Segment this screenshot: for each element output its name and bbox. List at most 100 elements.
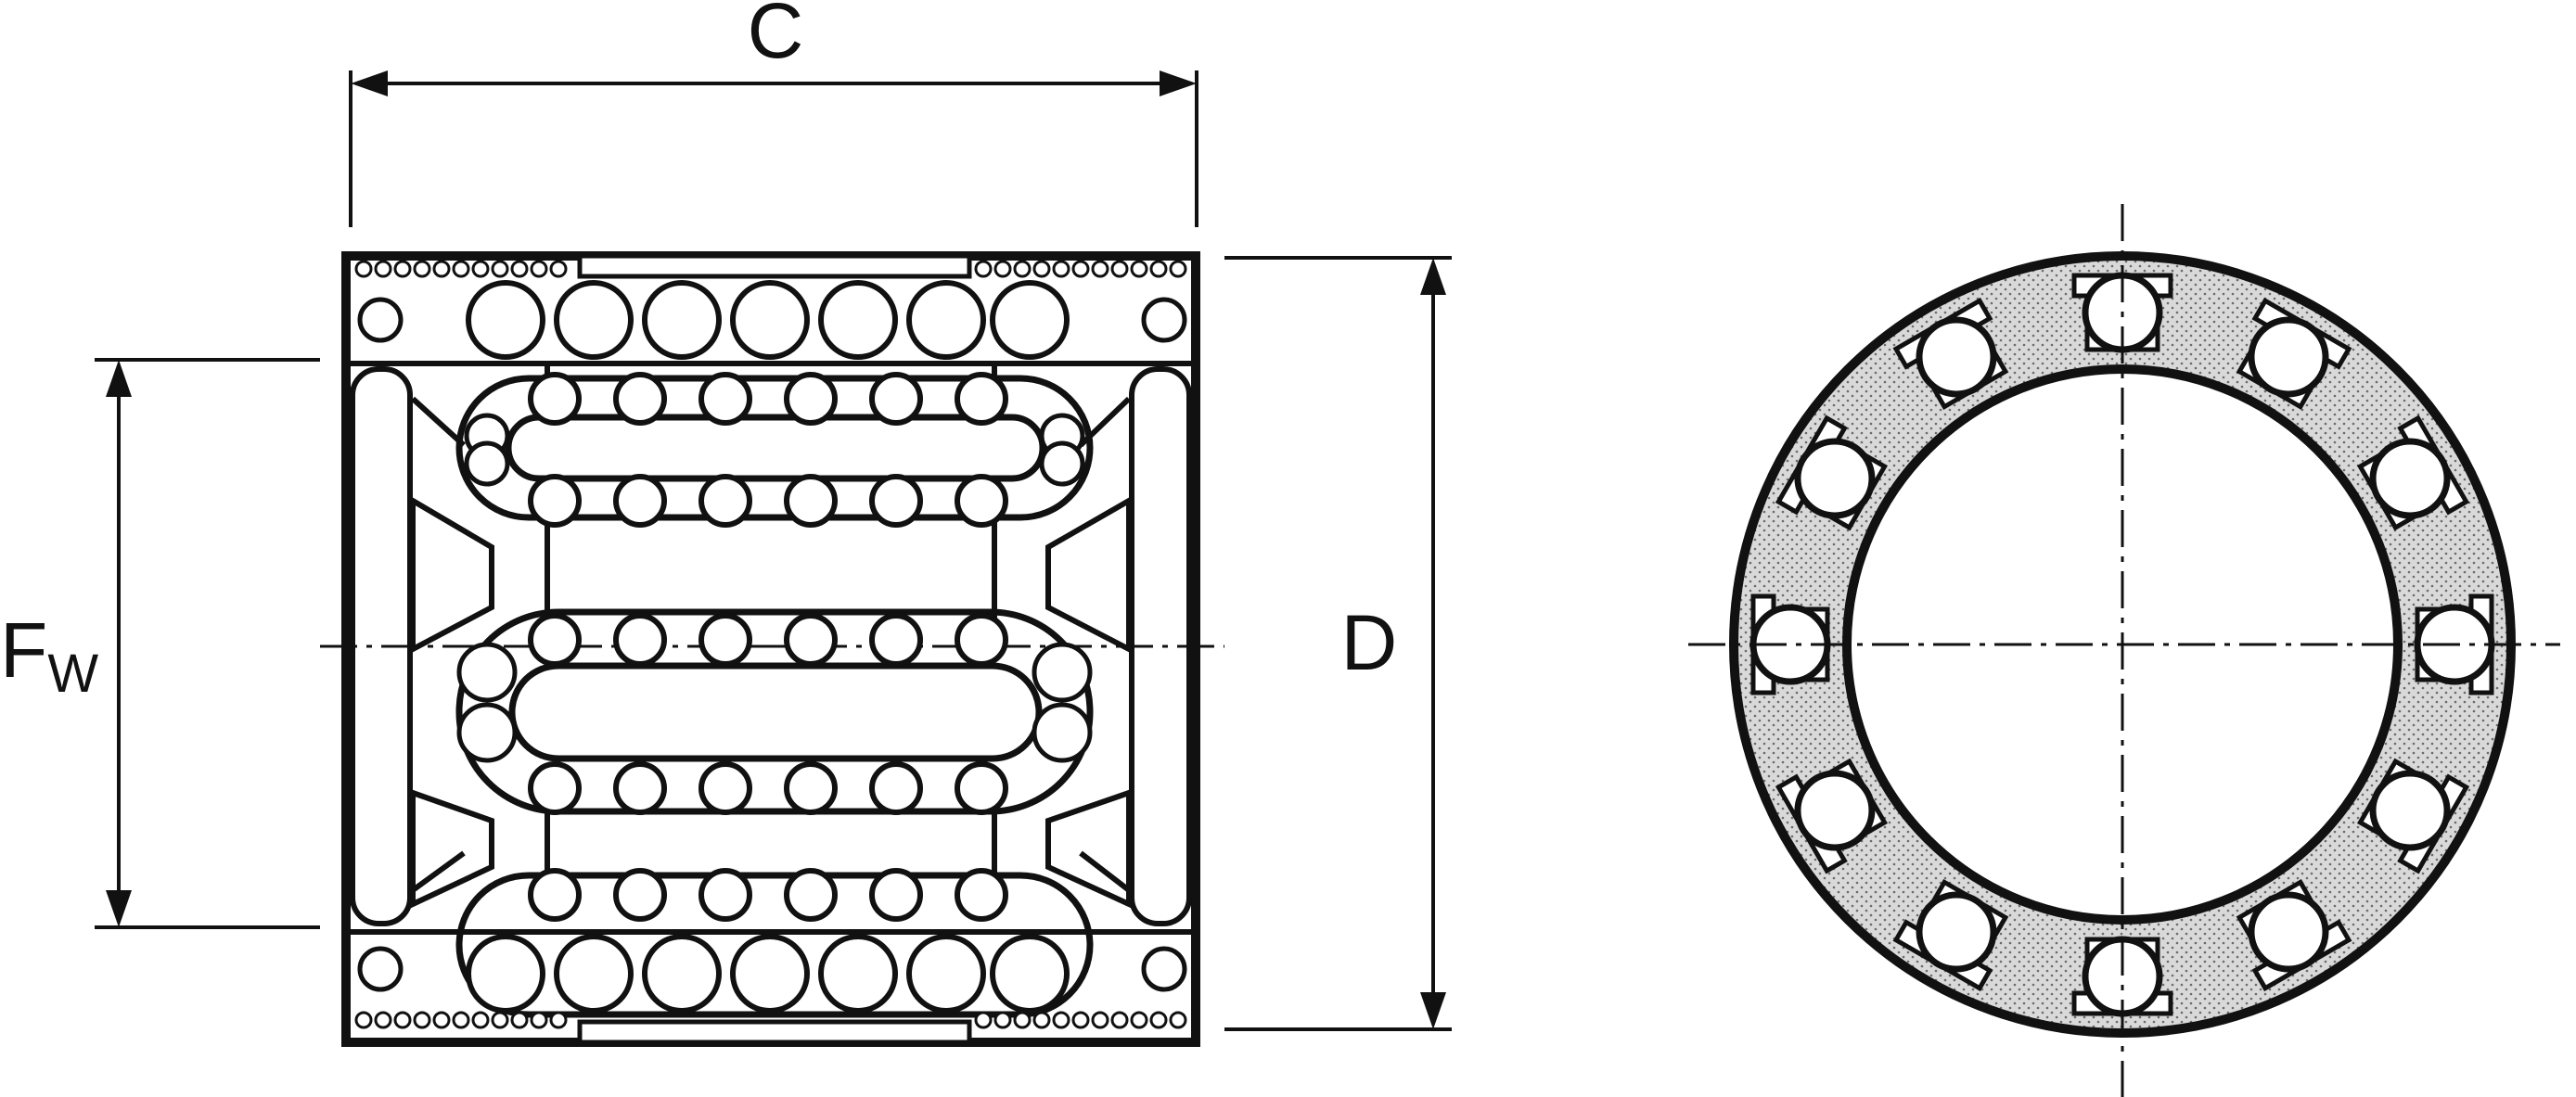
bottom-sleeve — [577, 1019, 972, 1045]
bead-top — [432, 260, 451, 278]
ball-track-mid-upper — [528, 613, 582, 667]
ball-large-top — [554, 280, 634, 360]
dimension-arrowheads — [106, 70, 1446, 1029]
bead-bottom — [974, 1011, 993, 1029]
bead-top — [393, 260, 412, 278]
ball-corner — [357, 946, 404, 992]
ball-track-end — [456, 642, 518, 703]
bead-bottom — [1110, 1011, 1129, 1029]
bead-top — [471, 260, 490, 278]
wedge-left-top — [410, 495, 494, 654]
dim-label-c: C — [748, 0, 804, 74]
bead-bottom — [1149, 1011, 1168, 1029]
bead-bottom — [354, 1011, 373, 1029]
bead-top — [1169, 260, 1187, 278]
dimension-lines — [95, 70, 1452, 1031]
dim-c-arrow-left — [351, 70, 388, 96]
ball-track-top-lower — [613, 474, 667, 528]
ball-large-bottom — [466, 934, 545, 1014]
ball-track-mid-upper — [613, 613, 667, 667]
ball — [1794, 770, 1876, 851]
bead-top — [374, 260, 392, 278]
ball-track-end — [1032, 642, 1093, 703]
ball — [1794, 438, 1876, 519]
track-inner-mid — [508, 662, 1043, 762]
ball-track-top-lower — [955, 474, 1008, 528]
dim-c-arrow-right — [1160, 70, 1197, 96]
ball-large-bottom — [642, 934, 722, 1014]
dim-d-arrow-bottom — [1420, 992, 1446, 1029]
bead-top — [452, 260, 470, 278]
ball-large-bottom — [906, 934, 986, 1014]
ball-large-top — [466, 280, 545, 360]
ball — [2248, 891, 2329, 973]
ball-large-top — [642, 280, 722, 360]
bead-bottom — [432, 1011, 451, 1029]
ball-corner — [1141, 297, 1187, 343]
bead-top — [1091, 260, 1109, 278]
ball-track-end — [1039, 440, 1085, 487]
track-outer-mid — [455, 608, 1094, 815]
ball-track-top-upper — [869, 372, 923, 426]
ball-track-bot-upper — [869, 868, 923, 922]
bead-bottom — [1091, 1011, 1109, 1029]
bead-bottom — [1130, 1011, 1148, 1029]
end-balls — [1749, 272, 2495, 1017]
dim-label-fw-sub: W — [47, 644, 98, 704]
ball-track-top-lower — [528, 474, 582, 528]
dim-fw-arrow-top — [106, 360, 132, 397]
bead-top — [1071, 260, 1090, 278]
bead-bottom — [393, 1011, 412, 1029]
bead-bottom — [530, 1011, 548, 1029]
ball-track-mid-lower — [784, 761, 838, 815]
track-inner-top — [505, 414, 1046, 482]
bead-top — [993, 260, 1012, 278]
ball-track-bot-upper — [955, 868, 1008, 922]
ball-track-top-upper — [698, 372, 752, 426]
ball-track-mid-lower — [613, 761, 667, 815]
bead-top — [491, 260, 509, 278]
ball-track-bot-upper — [784, 868, 838, 922]
bead-top — [413, 260, 431, 278]
ball-track-mid-upper — [955, 613, 1008, 667]
bead-bottom — [1169, 1011, 1187, 1029]
ball-large-top — [906, 280, 986, 360]
end-view — [1688, 204, 2560, 1097]
dim-fw-arrow-bottom — [106, 890, 132, 927]
bead-top — [1149, 260, 1168, 278]
ball-track-top-upper — [528, 372, 582, 426]
bead-bottom — [413, 1011, 431, 1029]
bead-bottom — [510, 1011, 529, 1029]
bead-top — [530, 260, 548, 278]
bead-bottom — [491, 1011, 509, 1029]
ball-track-top-lower — [869, 474, 923, 528]
ball-track-end — [464, 440, 510, 487]
bead-top — [1110, 260, 1129, 278]
ball-large-bottom — [730, 934, 810, 1014]
bead-bottom — [1032, 1011, 1051, 1029]
ball-track-top-lower — [784, 474, 838, 528]
dim-label-d: D — [1341, 599, 1398, 686]
bead-bottom — [452, 1011, 470, 1029]
bead-bottom — [549, 1011, 568, 1029]
bead-top — [1032, 260, 1051, 278]
dim-label-fw: FW — [0, 606, 98, 704]
bead-top — [549, 260, 568, 278]
ball-track-bot-upper — [613, 868, 667, 922]
ball-track-mid-lower — [869, 761, 923, 815]
bead-bottom — [1052, 1011, 1070, 1029]
ball-corner — [357, 297, 404, 343]
ball — [1916, 316, 1997, 398]
ball — [2369, 438, 2451, 519]
ball-track-top-upper — [955, 372, 1008, 426]
ball-track-mid-upper — [784, 613, 838, 667]
ball-track-end — [456, 702, 518, 763]
bead-bottom — [1013, 1011, 1032, 1029]
ball-track-top-upper — [613, 372, 667, 426]
bead-top — [1013, 260, 1032, 278]
ball — [1916, 891, 1997, 973]
top-sleeve — [577, 253, 972, 279]
bead-top — [974, 260, 993, 278]
ball-track-top-lower — [698, 474, 752, 528]
side-balls — [354, 260, 1187, 1029]
